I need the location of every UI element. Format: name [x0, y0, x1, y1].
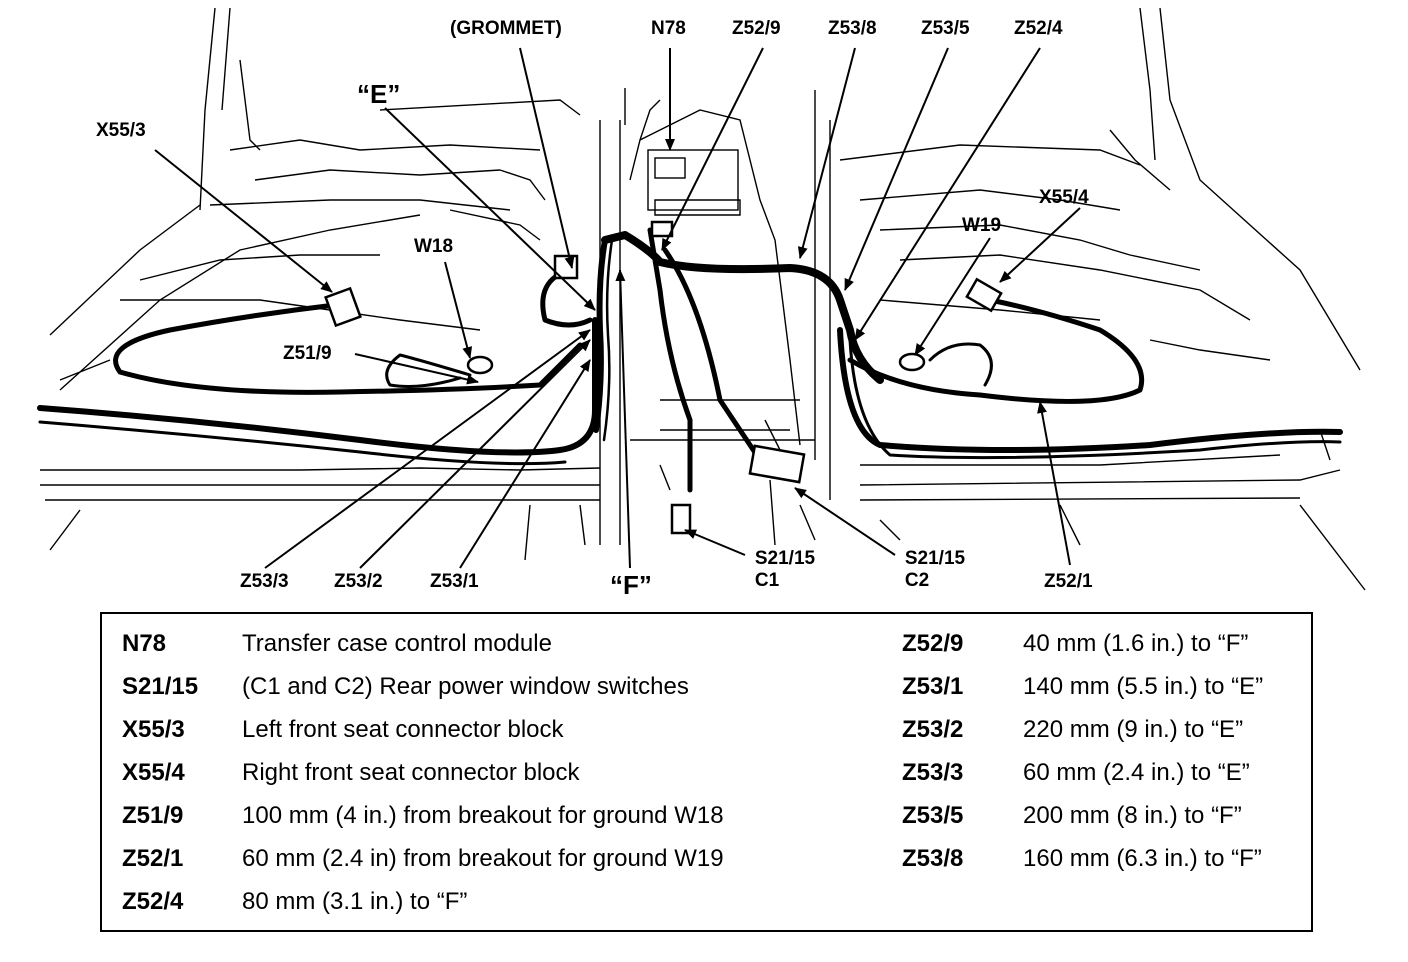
callout-w19: W19 [962, 215, 1002, 236]
callout-z52-4: Z52/4 [1014, 18, 1063, 39]
legend-description: 60 mm (2.4 in.) to “E” [1023, 759, 1250, 786]
wiring-harness-diagram [37, 7, 1366, 591]
legend-code: Z53/5 [902, 802, 964, 829]
callout-w18: W18 [414, 236, 454, 257]
callout-z52-9: Z52/9 [732, 18, 781, 39]
legend-code: X55/3 [122, 716, 185, 743]
callout-z53-5: Z53/5 [921, 18, 970, 39]
callout-n78: N78 [651, 18, 686, 39]
callout-z51-9: Z51/9 [283, 343, 332, 364]
legend-code: Z53/2 [902, 716, 964, 743]
legend-code: Z52/1 [122, 845, 184, 872]
w18-ground [466, 355, 494, 375]
legend-description: 140 mm (5.5 in.) to “E” [1023, 673, 1264, 700]
legend-table: N78 Transfer case control module S21/15 … [100, 612, 1313, 932]
callout-leaders [154, 47, 1081, 569]
legend-code: Z52/4 [122, 888, 184, 915]
legend-description: 200 mm (8 in.) to “F” [1023, 802, 1242, 829]
callout-s21-15-c1-line2: C1 [754, 570, 780, 591]
w19-ground [898, 352, 926, 372]
callout-z52-1: Z52/1 [1044, 571, 1093, 592]
legend-description: (C1 and C2) Rear power window switches [242, 673, 689, 700]
callout-s21-15-c1: S21/15 C1 [748, 548, 822, 592]
callout-s21-15-c2-line1: S21/15 [904, 548, 966, 569]
legend-code: Z53/1 [902, 673, 964, 700]
legend-description: 220 mm (9 in.) to “E” [1023, 716, 1244, 743]
legend-description: 100 mm (4 in.) from breakout for ground … [242, 802, 724, 829]
callout-s21-15-c2-line2: C2 [904, 570, 930, 591]
wiring-harness [37, 227, 1343, 493]
callout-grommet: (GROMMET) [450, 18, 562, 39]
callout-z53-1: Z53/1 [430, 571, 479, 592]
callout-s21-15-c1-line1: S21/15 [754, 548, 816, 569]
callout-s21-15-c2: S21/15 C2 [898, 548, 972, 592]
floor-pan-outline [40, 7, 1366, 591]
legend-code: Z53/3 [902, 759, 964, 786]
legend-description: 40 mm (1.6 in.) to “F” [1023, 630, 1249, 657]
legend-description: Left front seat connector block [242, 716, 564, 743]
callout-x55-3: X55/3 [96, 120, 146, 141]
legend-code: Z51/9 [122, 802, 184, 829]
x55-3-connector [324, 286, 362, 328]
legend-description: 80 mm (3.1 in.) to “F” [242, 888, 468, 915]
s21-15-c2-connector [748, 444, 806, 484]
legend-code: X55/4 [122, 759, 185, 786]
callout-e: “E” [357, 79, 401, 109]
callout-f: “F” [610, 570, 652, 600]
legend-code: Z53/8 [902, 845, 964, 872]
legend-description: 60 mm (2.4 in) from breakout for ground … [242, 845, 724, 872]
legend-code: Z52/9 [902, 630, 964, 657]
callout-z53-8: Z53/8 [828, 18, 877, 39]
legend-description: Transfer case control module [242, 630, 552, 657]
s21-15-c1-connector [670, 503, 692, 535]
callout-z53-3: Z53/3 [240, 571, 289, 592]
legend-description: Right front seat connector block [242, 759, 580, 786]
legend-code: N78 [122, 630, 167, 657]
legend-description: 160 mm (6.3 in.) to “F” [1023, 845, 1262, 872]
callout-z53-2: Z53/2 [334, 571, 383, 592]
x55-4-connector [965, 277, 1003, 313]
callout-x55-4: X55/4 [1039, 187, 1089, 208]
legend-code: S21/15 [122, 673, 199, 700]
